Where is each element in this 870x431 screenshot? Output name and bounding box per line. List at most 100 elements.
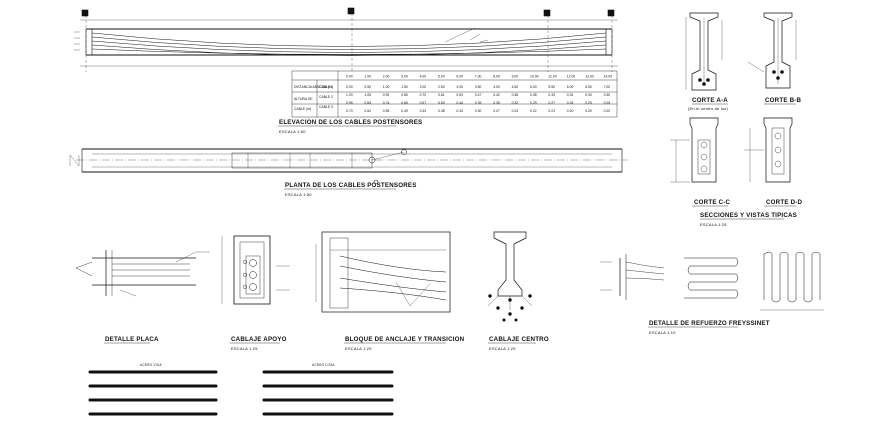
section-d-d-label: CORTE D-D xyxy=(766,199,803,206)
table-column-header: 11.00 xyxy=(548,75,556,79)
table-column-header: 5.00 xyxy=(438,75,445,79)
table-cell: 0.50 xyxy=(438,101,445,105)
table-column-header: 2.00 xyxy=(383,75,390,79)
table-column-header: 12.00 xyxy=(567,75,576,79)
detail-center-title: CABLAJE CENTRO xyxy=(489,336,549,343)
table-cell: 0.35 xyxy=(530,93,537,97)
section-d-d xyxy=(744,117,793,183)
table-cell: 0.55 xyxy=(383,109,390,113)
detail-plate-title: DETALLE PLACA xyxy=(105,336,159,343)
table-column-header: 0.00 xyxy=(346,75,353,79)
table-cell: 3.50 xyxy=(475,85,482,89)
table-cell: 0.92 xyxy=(383,93,390,97)
table-cell: 0.30 xyxy=(585,93,592,97)
table-cell: 0.00 xyxy=(346,85,353,89)
section-b-b xyxy=(747,12,797,89)
detail-anchor-scale: ESCALA 1:25 xyxy=(345,346,372,351)
detail-center-scale: ESCALA 1:25 xyxy=(489,346,516,351)
table-cell: 0.44 xyxy=(456,101,463,105)
table-row-label: CABLE (m) xyxy=(294,107,311,111)
table-cell: 0.22 xyxy=(530,109,537,113)
plan-view xyxy=(69,148,628,185)
table-cell: 0.38 xyxy=(512,93,519,97)
table-cable-label: CABLE 2 xyxy=(319,95,333,99)
detail-reinforcement-title: DETALLE DE REFUERZO FREYSSINET xyxy=(649,320,770,327)
table-column-header: 1.00 xyxy=(364,75,371,79)
table-cell: 0.26 xyxy=(567,101,574,105)
table-cell: 0.65 xyxy=(401,101,408,105)
table-cell: 1.05 xyxy=(364,93,371,97)
elevation-view xyxy=(74,7,618,72)
table-cell: 0.50 xyxy=(364,85,371,89)
table-cell: 0.43 xyxy=(420,109,427,113)
table-cell: 0.84 xyxy=(364,101,371,105)
table-cell: 0.30 xyxy=(475,109,482,113)
section-c-c xyxy=(670,117,719,183)
sections-group-title: SECCIONES Y VISTAS TIPICAS xyxy=(700,212,797,219)
table-cell: 2.50 xyxy=(438,85,445,89)
table-cell: 0.33 xyxy=(548,93,555,97)
detail-plate xyxy=(75,250,210,297)
table-cell: 0.62 xyxy=(364,109,371,113)
table-cell: 0.30 xyxy=(604,93,611,97)
elevation-title: ELEVACION DE LOS CABLES POSTENSORES xyxy=(279,119,422,126)
table-column-header: 8.00 xyxy=(493,75,500,79)
table-cell: 0.29 xyxy=(530,101,537,105)
table-cell: 0.47 xyxy=(475,93,482,97)
table-cell: 0.27 xyxy=(493,109,500,113)
table-column-header: 6.00 xyxy=(456,75,463,79)
detail-anchor-block xyxy=(315,231,451,313)
cable-height-table xyxy=(291,70,618,118)
section-b-b-label: CORTE B-B xyxy=(765,97,802,104)
table-column-header: 3.00 xyxy=(401,75,408,79)
section-a-a-label: CORTE A-A xyxy=(692,97,728,104)
table-cell: 0.21 xyxy=(548,109,555,113)
table-cell: 0.61 xyxy=(438,93,445,97)
table-column-header: 10.00 xyxy=(530,75,539,79)
table-cell: 0.34 xyxy=(456,109,463,113)
plan-title: PLANTA DE LOS CABLES POSTENSORES xyxy=(285,182,417,189)
table-cell: 4.00 xyxy=(493,85,500,89)
table-cable-label: CABLE 1 xyxy=(319,85,333,89)
detail-center-cabling xyxy=(487,231,533,322)
table-column-header: 7.00 xyxy=(475,75,482,79)
table-cell: 0.32 xyxy=(512,101,519,105)
table-cell: 0.39 xyxy=(475,101,482,105)
detail-freyssinet-reinforcement xyxy=(600,251,824,311)
table-row-label: DISTANCIA ABSCISA (m) xyxy=(294,85,333,89)
table-cell: 0.70 xyxy=(346,109,353,113)
detail-support-scale: ESCALA 1:25 xyxy=(231,346,258,351)
bar-schedule-right xyxy=(262,370,394,416)
table-cell: 6.00 xyxy=(567,85,574,89)
table-cable-label: CABLE 3 xyxy=(319,105,333,109)
detail-anchor-title: BLOQUE DE ANCLAJE Y TRANSICION xyxy=(345,336,465,343)
table-cell: 2.00 xyxy=(420,85,427,89)
table-cell: 0.95 xyxy=(346,101,353,105)
table-cell: 7.00 xyxy=(604,85,611,89)
table-column-header: 13.00 xyxy=(585,75,594,79)
table-cell: 0.20 xyxy=(604,109,611,113)
table-cell: 0.49 xyxy=(401,109,408,113)
table-cell: 1.00 xyxy=(383,85,390,89)
bars-left-title: ACERO VIGA xyxy=(140,363,163,367)
table-column-header: 14.00 xyxy=(604,75,613,79)
plan-scale: ESCALA 1:50 xyxy=(285,192,312,197)
section-c-c-label: CORTE C-C xyxy=(694,199,731,206)
table-cell: 0.20 xyxy=(585,109,592,113)
bar-schedule-left xyxy=(88,370,218,416)
table-cell: 0.27 xyxy=(548,101,555,105)
table-cell: 0.35 xyxy=(493,101,500,105)
table-cell: 0.42 xyxy=(493,93,500,97)
table-cell: 3.00 xyxy=(456,85,463,89)
table-cell: 0.80 xyxy=(401,93,408,97)
table-cell: 0.20 xyxy=(567,109,574,113)
table-cell: 0.38 xyxy=(438,109,445,113)
table-cell: 5.50 xyxy=(548,85,555,89)
table-cell: 6.50 xyxy=(585,85,592,89)
table-row-label: ALTURA DE xyxy=(294,97,313,101)
table-cell: 1.20 xyxy=(346,93,353,97)
table-cell: 0.53 xyxy=(456,93,463,97)
detail-support-cabling xyxy=(221,235,290,305)
detail-reinforcement-scale: ESCALA 1:10 xyxy=(649,330,676,335)
